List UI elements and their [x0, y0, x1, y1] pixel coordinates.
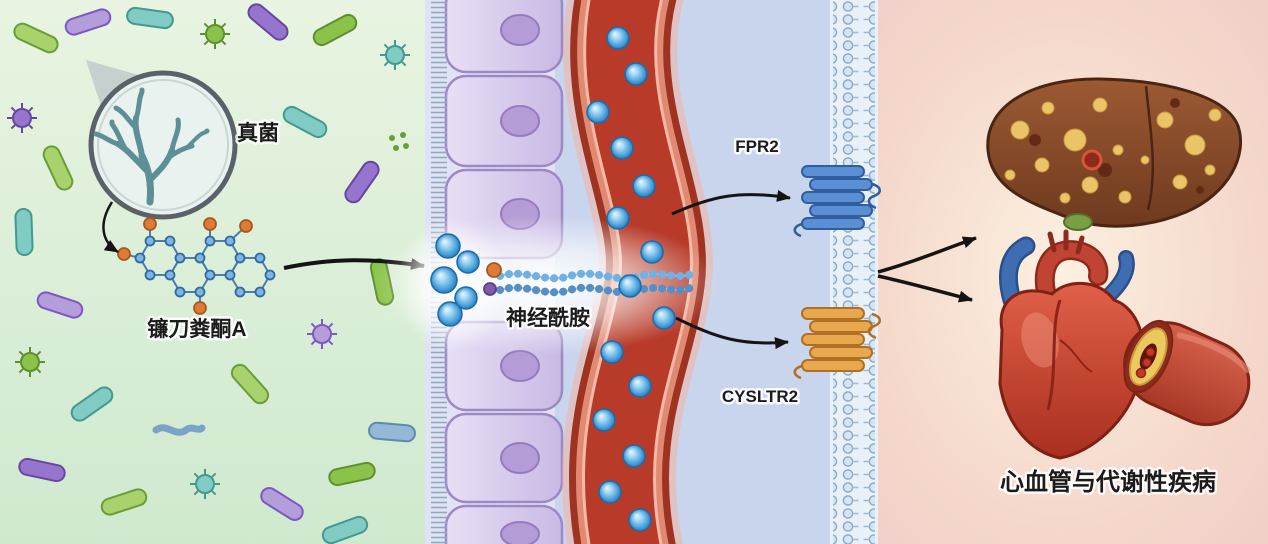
ceramide-molecule-structure	[483, 262, 696, 297]
heart-icon	[998, 229, 1145, 460]
arrow-fungus-to-compound	[102, 201, 119, 254]
ceramide-sphere	[454, 286, 478, 310]
ceramide-sphere	[652, 306, 676, 330]
liver-lesion	[1081, 149, 1103, 171]
fpr2-label: FPR2	[735, 137, 778, 156]
cysltr2-label: CYSLTR2	[722, 387, 798, 406]
fungus-label: 真菌	[237, 121, 279, 145]
magnifier-lens	[88, 70, 238, 220]
compound-label: 镰刀粪酮A	[147, 317, 246, 341]
epithelial-cell	[444, 412, 564, 504]
epithelial-cell	[444, 74, 564, 168]
ceramide-sphere	[598, 480, 622, 504]
epithelial-cell	[444, 504, 564, 544]
ceramide-sphere	[632, 174, 656, 198]
arrow-ceramide-to-fpr2	[671, 190, 791, 216]
ceramide-sphere	[606, 206, 630, 230]
ceramide-sphere	[628, 374, 652, 398]
ceramide-sphere	[618, 274, 642, 298]
ceramide-sphere	[628, 508, 652, 532]
compound-molecule	[117, 217, 276, 315]
fatty-liver-icon	[986, 77, 1243, 231]
ceramide-sphere	[624, 62, 648, 86]
ceramide-sphere	[456, 250, 480, 274]
ceramide-sphere	[430, 266, 458, 294]
cysltr2-receptor	[793, 307, 881, 380]
ceramide-sphere	[437, 301, 463, 327]
fpr2-receptor	[793, 165, 881, 238]
disease-label: 心血管与代谢性疾病	[1000, 468, 1216, 496]
arrow-membrane-to-heart	[877, 274, 973, 303]
ceramide-sphere	[600, 340, 624, 364]
atherosclerosis-vessel-icon	[1123, 319, 1251, 427]
gallbladder	[1063, 213, 1093, 231]
ceramide-sphere	[435, 233, 461, 259]
arrow-ceramide-to-cysltr2	[675, 316, 789, 350]
fungus-magnifier	[86, 60, 238, 220]
cell-membrane	[830, 0, 878, 544]
ceramide-sphere	[592, 408, 616, 432]
ceramide-sphere	[640, 240, 664, 264]
fungus-icon	[93, 87, 210, 206]
ceramide-spheres	[430, 26, 676, 532]
ceramide-sphere	[622, 444, 646, 468]
arrow-membrane-to-liver	[877, 236, 977, 274]
ceramide-sphere	[610, 136, 634, 160]
magnifier-lens-inner-ring	[97, 79, 229, 211]
epithelial-cell	[444, 0, 564, 74]
ceramide-label: 神经酰胺	[506, 306, 590, 330]
ceramide-sphere	[586, 100, 610, 124]
ceramide-sphere	[606, 26, 630, 50]
